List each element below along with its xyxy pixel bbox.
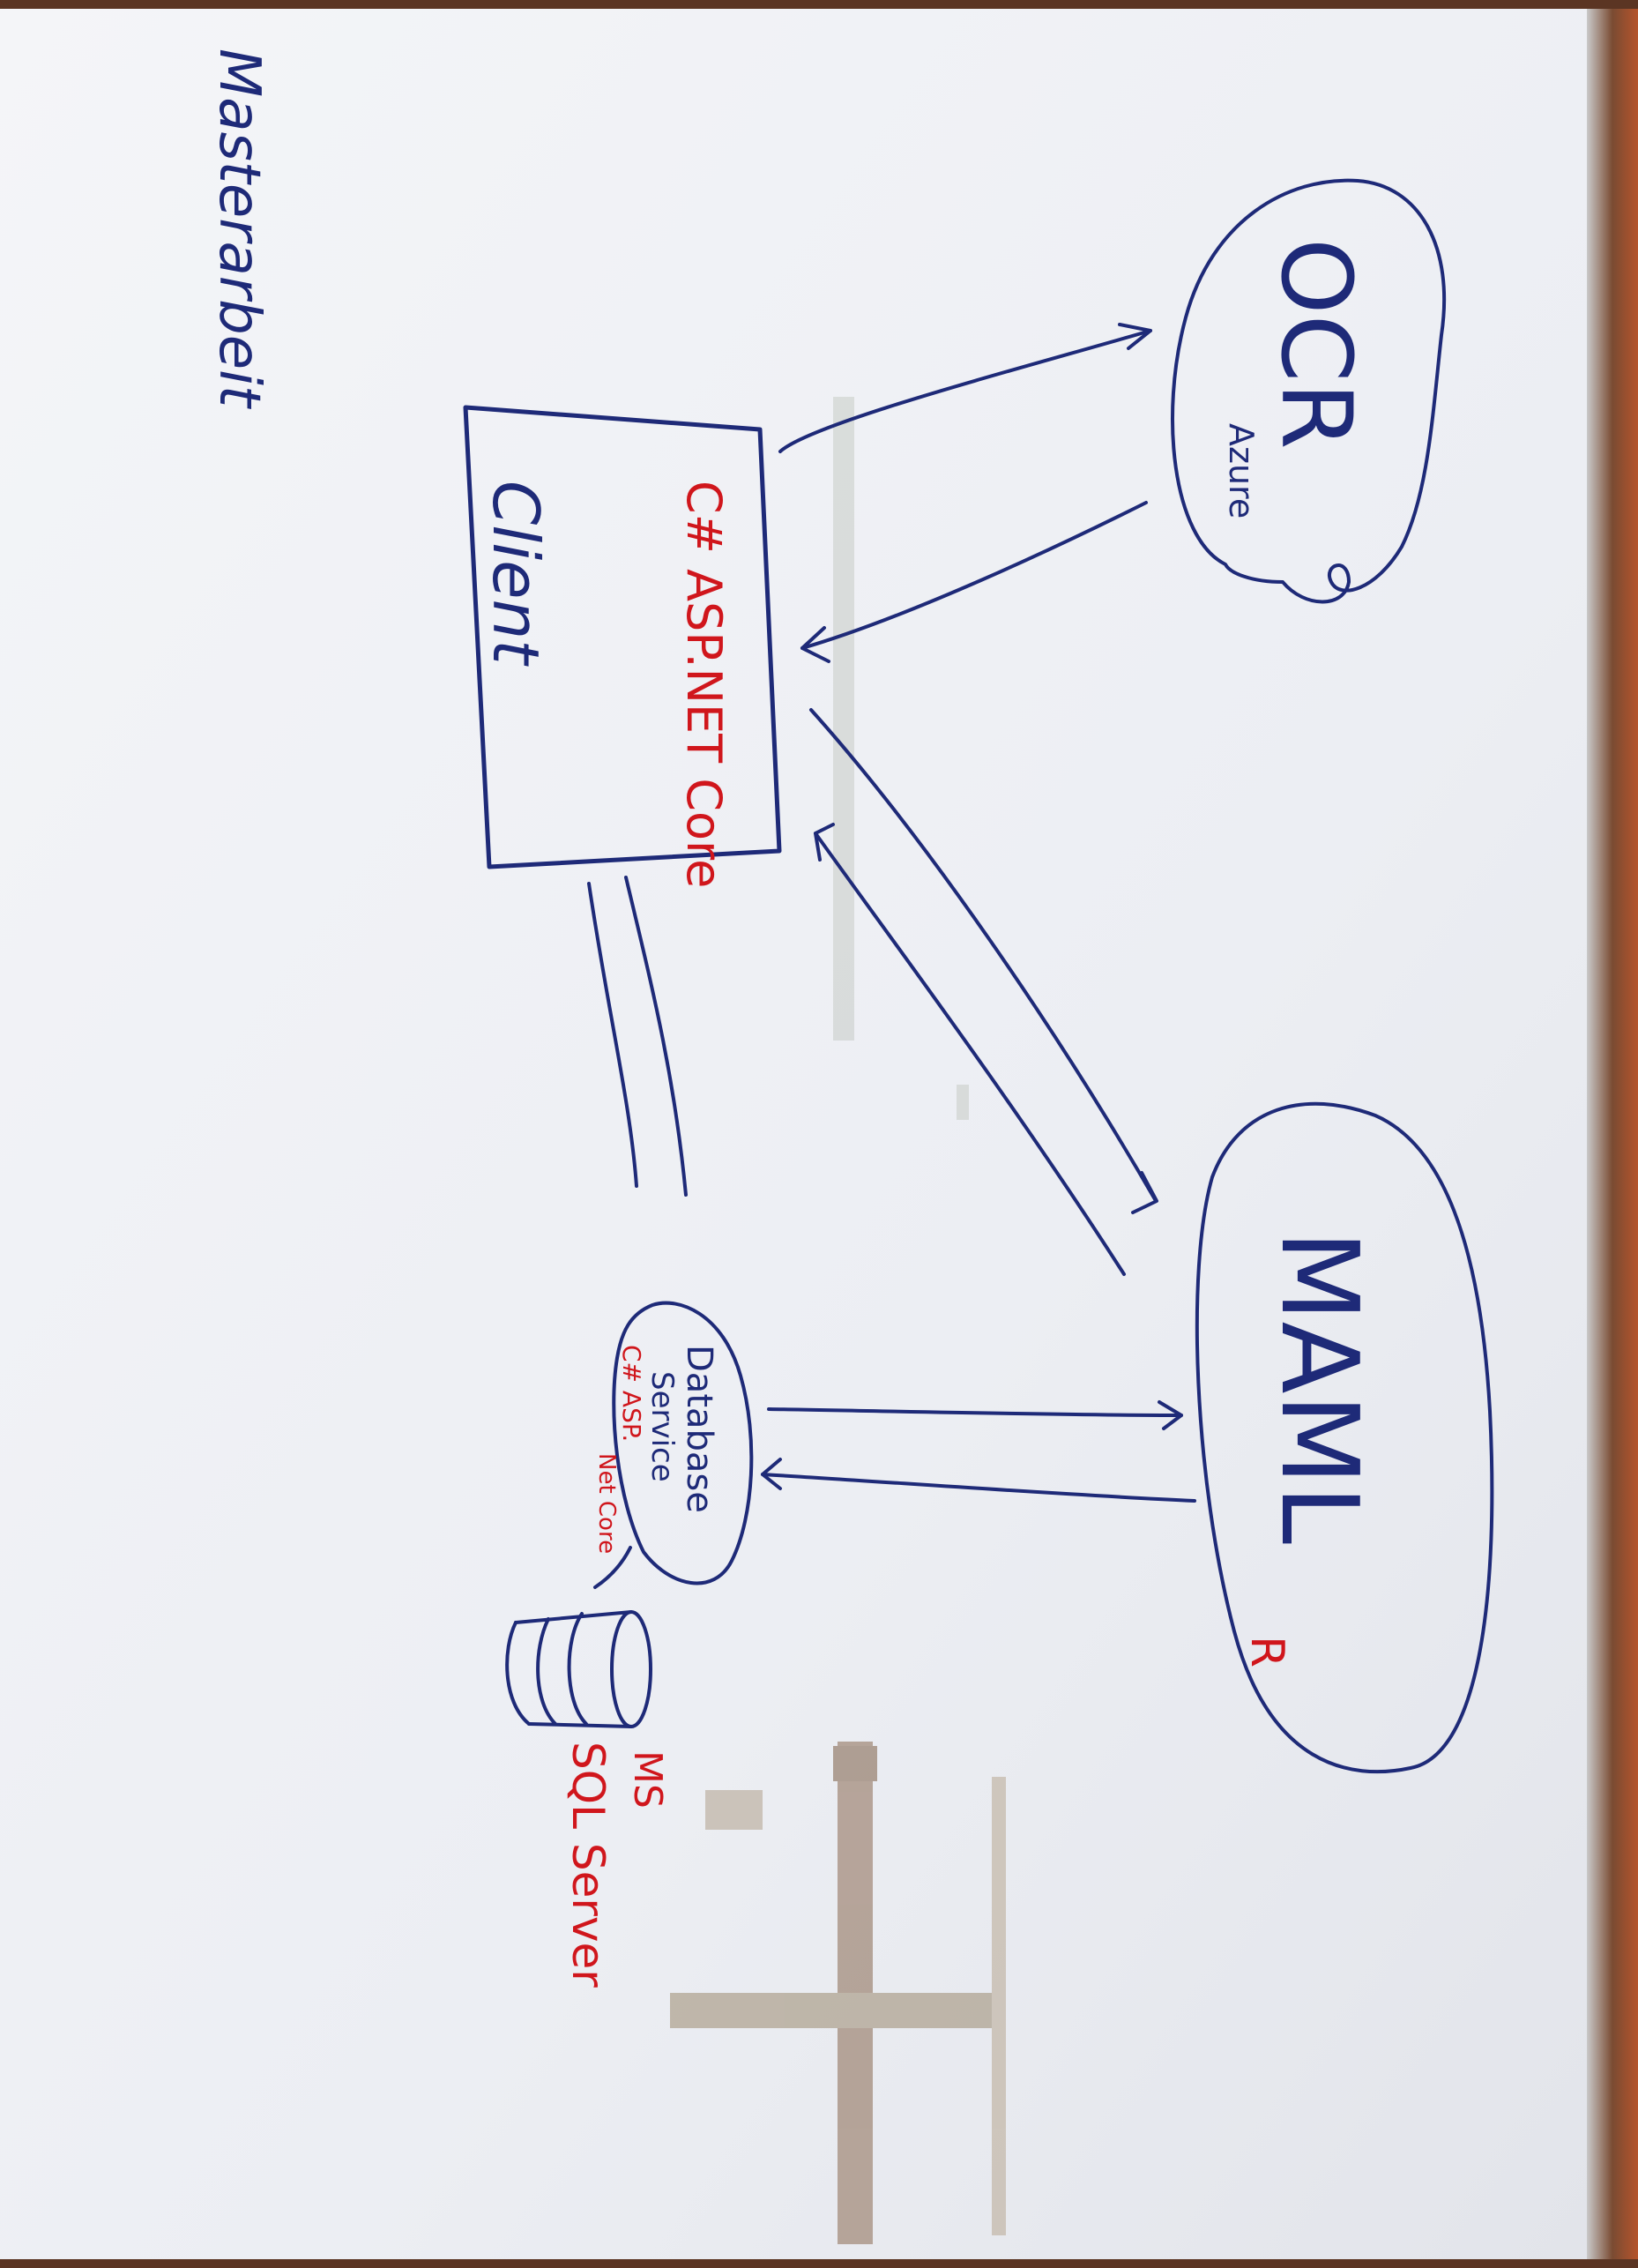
db-service-label-group: Database (679, 1345, 719, 1513)
db-service-ellipse-shape (612, 1301, 754, 1585)
window-reflection (670, 1742, 1006, 2244)
client-tech-group: C# ASP.NET Core (676, 481, 732, 888)
maml-label-group: MAML (1257, 1230, 1380, 1544)
arrow-maml-to-db (761, 1458, 1196, 1503)
board-bottom-edge (0, 2259, 1638, 2268)
storage-tech-group: MS (625, 1750, 670, 1809)
arrow-client-to-ocr (778, 323, 1152, 453)
board-right-edge (1587, 0, 1638, 2268)
database-cylinder-icon (505, 1546, 652, 1728)
arrow-db-to-maml (767, 1400, 1183, 1430)
arrow-client-to-maml (809, 708, 1158, 1214)
arrow-ocr-to-client (800, 501, 1148, 663)
db-service-label-1: Database (679, 1345, 719, 1513)
ocr-label-group: OCR (1260, 238, 1373, 450)
page-title: Masterarbeit (206, 48, 272, 410)
arrow-maml-to-client (814, 823, 1126, 1276)
storage-tech2-group: SQL Server (562, 1742, 614, 1988)
board-surface (0, 7, 1603, 2264)
ocr-cloud-shape (1171, 178, 1447, 604)
maml-ellipse-shape (1195, 1101, 1494, 1774)
ocr-sublabel-group: Azure (1222, 423, 1261, 519)
storage-tech-2: SQL Server (562, 1742, 614, 1988)
db-service-label-2: Service (644, 1371, 680, 1482)
db-service-tech-2: Net Core (593, 1453, 620, 1554)
ghost-marks (833, 397, 969, 1120)
maml-tech: R (1240, 1636, 1293, 1667)
link-client-to-db (587, 876, 688, 1197)
client-label: Client (479, 481, 553, 667)
db-service-tech2-group: Net Core (593, 1453, 620, 1554)
board-top-edge (0, 0, 1638, 9)
maml-tech-group: R (1240, 1636, 1293, 1667)
db-service-tech-group: C# ASP. (617, 1345, 646, 1442)
client-tech: C# ASP.NET Core (676, 481, 732, 888)
db-service-tech-1: C# ASP. (617, 1345, 646, 1442)
title-group: Masterarbeit (206, 48, 272, 410)
client-box-shape (463, 405, 782, 869)
ocr-sublabel: Azure (1222, 423, 1261, 519)
maml-label: MAML (1257, 1230, 1380, 1544)
client-label-group: Client (479, 481, 553, 667)
db-service-label2-group: Service (644, 1371, 680, 1482)
storage-tech-1: MS (625, 1750, 670, 1809)
ocr-label: OCR (1260, 238, 1373, 450)
